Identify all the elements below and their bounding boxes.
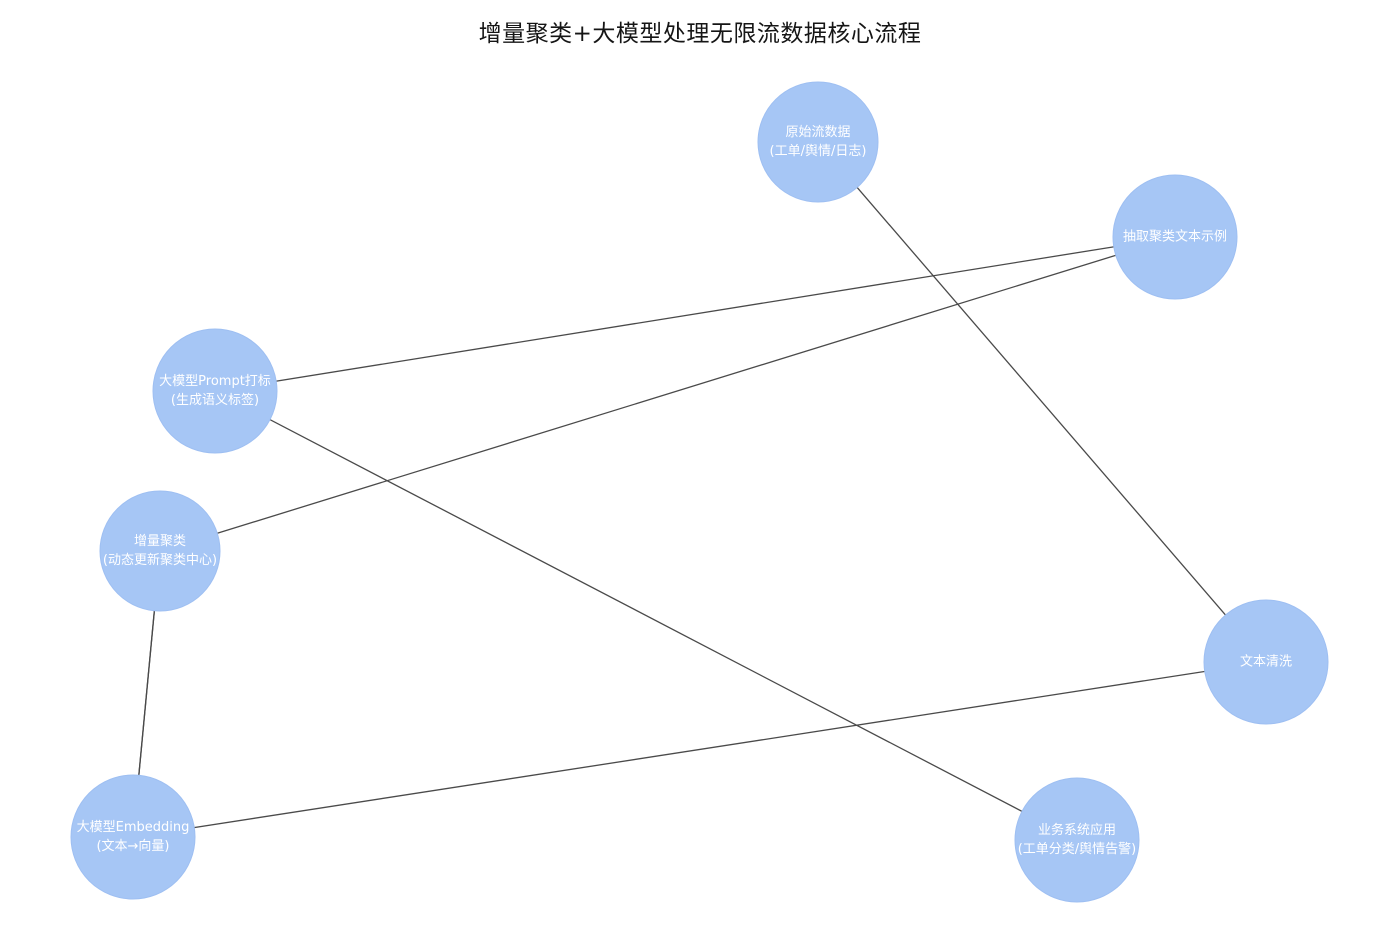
node-apply[interactable]: 业务系统应用(工单分类/舆情告警) [1014, 777, 1140, 903]
edge-clean-to-embed [157, 665, 1239, 834]
node-embed[interactable]: 大模型Embedding(文本→向量) [70, 774, 196, 900]
edge-raw-to-clean [835, 162, 1251, 644]
edges-layer [129, 162, 1251, 838]
node-circle-clean[interactable] [1203, 599, 1329, 725]
edge-cluster-to-extract [185, 243, 1152, 544]
page-title: 增量聚类+大模型处理无限流数据核心流程 [478, 21, 922, 47]
node-raw[interactable]: 原始流数据(工单/舆情/日志) [757, 81, 879, 203]
node-circle-raw[interactable] [757, 81, 879, 203]
node-circle-extract[interactable] [1112, 174, 1238, 300]
node-extract[interactable]: 抽取聚类文本示例 [1112, 174, 1238, 300]
edge-cluster-to-embed [134, 577, 159, 813]
edge-prompt-to-extract [242, 240, 1151, 388]
node-circle-embed[interactable] [70, 774, 196, 900]
node-circle-apply[interactable] [1014, 777, 1140, 903]
node-clean[interactable]: 文本清洗 [1203, 599, 1329, 725]
node-circle-prompt[interactable] [152, 328, 278, 454]
nodes-layer: 原始流数据(工单/舆情/日志) 抽取聚类文本示例大模型Prompt打标(生成语义标… [70, 81, 1329, 903]
node-cluster[interactable]: 增量聚类(动态更新聚类中心) [99, 490, 221, 612]
node-circle-cluster[interactable] [99, 490, 221, 612]
node-prompt[interactable]: 大模型Prompt打标(生成语义标签) [152, 328, 278, 454]
edge-prompt-to-apply [239, 403, 1056, 830]
